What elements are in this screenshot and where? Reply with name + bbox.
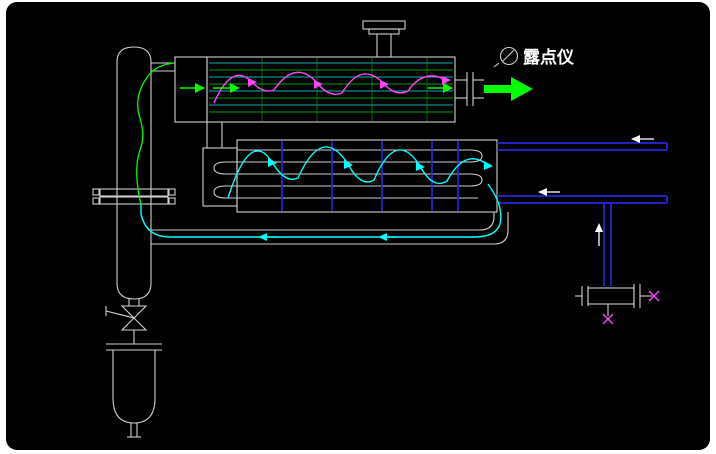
drain-valve: [105, 305, 148, 344]
lower-heat-exchanger: [213, 139, 498, 213]
baffle-lines: [281, 141, 459, 211]
dew-point-gauge-icon: [493, 46, 519, 68]
outlet-flow-arrow: [484, 77, 533, 101]
hot-gas-flow-wave: [213, 71, 451, 104]
canvas-background: [6, 2, 710, 450]
return-pipe: [151, 212, 509, 245]
serpentine-coil: [213, 149, 483, 199]
outlet-nozzle: [455, 72, 484, 106]
green-flow-arrow-right: [428, 83, 453, 93]
gas-inlet-pipes: [497, 142, 668, 286]
dew-point-meter-label: 露点仪: [523, 47, 575, 68]
vessel-flange: [92, 188, 176, 205]
inlet-flow-arrow: [180, 83, 205, 93]
top-heat-exchanger: [174, 20, 484, 123]
return-flow: [140, 183, 502, 241]
lower-shell: [236, 139, 498, 213]
inlet-valve: [575, 284, 660, 325]
flow-direction-arrows: [538, 135, 654, 246]
filter-vessel: [106, 343, 162, 438]
exchanger-left-header: [174, 56, 208, 123]
tube-bundle: [209, 58, 453, 121]
green-flow-arrow-left: [213, 83, 240, 93]
cold-gas-flow-wave: [227, 146, 493, 199]
vessel-internal-flow: [136, 62, 175, 206]
top-nozzle: [362, 20, 406, 57]
